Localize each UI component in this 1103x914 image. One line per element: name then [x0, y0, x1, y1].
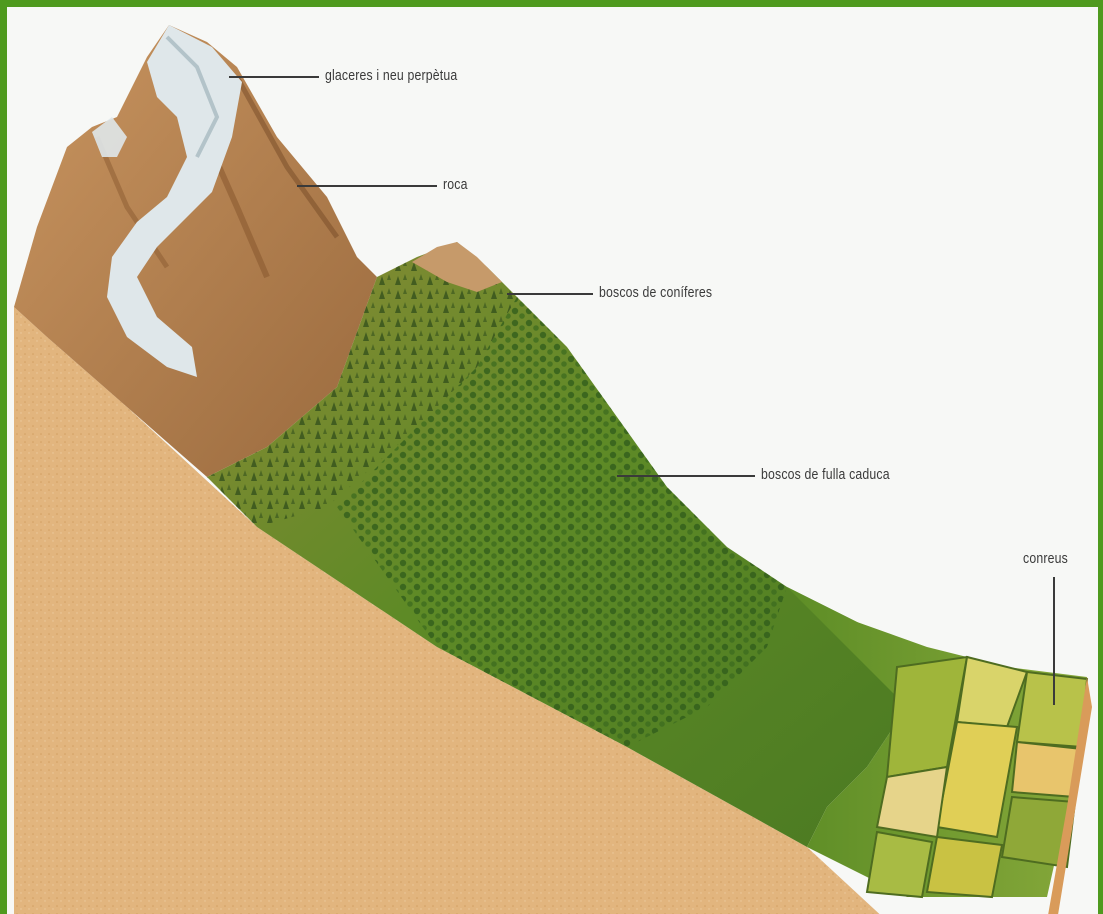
leader-line-crops	[1053, 577, 1055, 705]
label-glaciers: glaceres i neu perpètua	[325, 67, 457, 84]
label-rock: roca	[443, 176, 468, 193]
label-deciduous: boscos de fulla caduca	[761, 466, 890, 483]
label-crops: conreus	[1023, 550, 1068, 567]
leader-line-rock	[297, 185, 437, 187]
leader-line-glaciers	[229, 76, 319, 78]
leader-line-conifers	[507, 293, 593, 295]
label-conifers: boscos de coníferes	[599, 284, 712, 301]
leader-line-deciduous	[617, 475, 755, 477]
mountain-illustration	[7, 7, 1103, 914]
